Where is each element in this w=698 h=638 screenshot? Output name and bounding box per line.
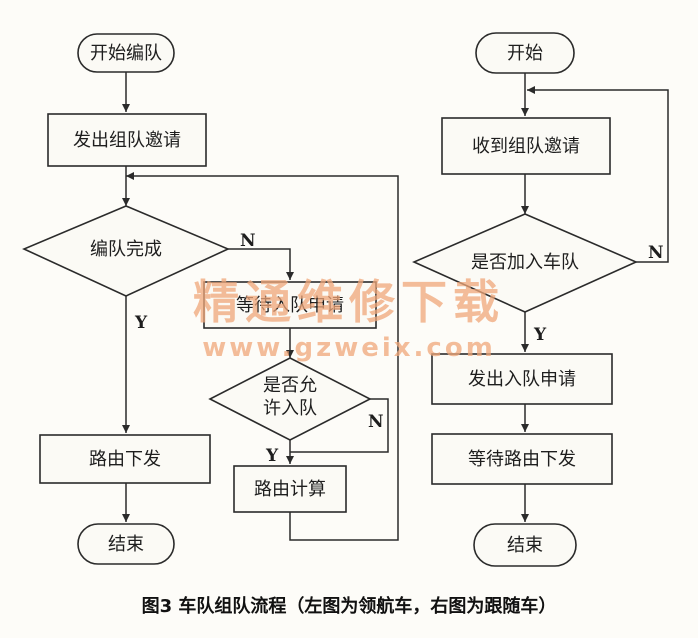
send-request-box (431, 353, 613, 405)
label-n-complete: N (240, 231, 256, 251)
wait-route-box (431, 433, 613, 485)
label-n-join: N (648, 243, 664, 263)
decision-join-label: 是否加入车队 (471, 252, 579, 273)
route-dispatch-label: 路由下发 (89, 449, 161, 470)
watermark-url: www.gzweix.com (202, 333, 496, 363)
route-calc-label: 路由计算 (254, 479, 326, 500)
right-flowchart: 开始 收到组队邀请 是否加入车队 N Y 发出入队申请 等待路由下发 结束 (412, 32, 669, 567)
arrow-complete-no (228, 248, 294, 280)
wait-request-box (203, 281, 377, 329)
wait-request-label: 等待入队申请 (236, 295, 344, 316)
receive-invite-label: 收到组队邀请 (472, 136, 580, 157)
arrow-route-calc-loop-back (126, 172, 399, 541)
left-start-label: 开始编队 (90, 43, 162, 64)
send-invite-label: 发出组队邀请 (73, 130, 181, 151)
decision-allow-label-line1: 是否允 (263, 375, 317, 396)
route-calc-box (233, 465, 347, 513)
left-end-label: 结束 (108, 534, 144, 555)
decision-allow-label-line2: 许入队 (263, 398, 317, 419)
route-dispatch-box (39, 434, 211, 484)
right-end-label: 结束 (507, 535, 543, 556)
label-y-allow: Y (265, 446, 279, 466)
arrow-allow-no-loop (290, 398, 389, 453)
send-request-label: 发出入队申请 (468, 369, 576, 390)
send-invite-box (47, 113, 207, 167)
left-end-terminal (77, 523, 175, 565)
wait-route-label: 等待路由下发 (468, 449, 576, 470)
left-flowchart: 开始编队 发出组队邀请 编队完成 N 等待入队申请 是否允 许入队 N Y 路由… (22, 33, 399, 565)
arrow-join-no-loop (527, 86, 669, 263)
figure-caption: 图3 车队组队流程（左图为领航车，右图为跟随车） (142, 595, 557, 617)
watermark-title: 精通维修下载 (193, 275, 505, 329)
watermark: 精通维修下载 www.gzweix.com (193, 275, 505, 363)
label-n-allow: N (368, 412, 384, 432)
label-y-complete: Y (134, 313, 148, 333)
right-end-terminal (473, 523, 577, 567)
receive-invite-box (441, 117, 611, 175)
decision-formation-complete-label: 编队完成 (90, 239, 162, 260)
right-start-label: 开始 (507, 43, 543, 64)
label-y-join: Y (533, 325, 547, 345)
